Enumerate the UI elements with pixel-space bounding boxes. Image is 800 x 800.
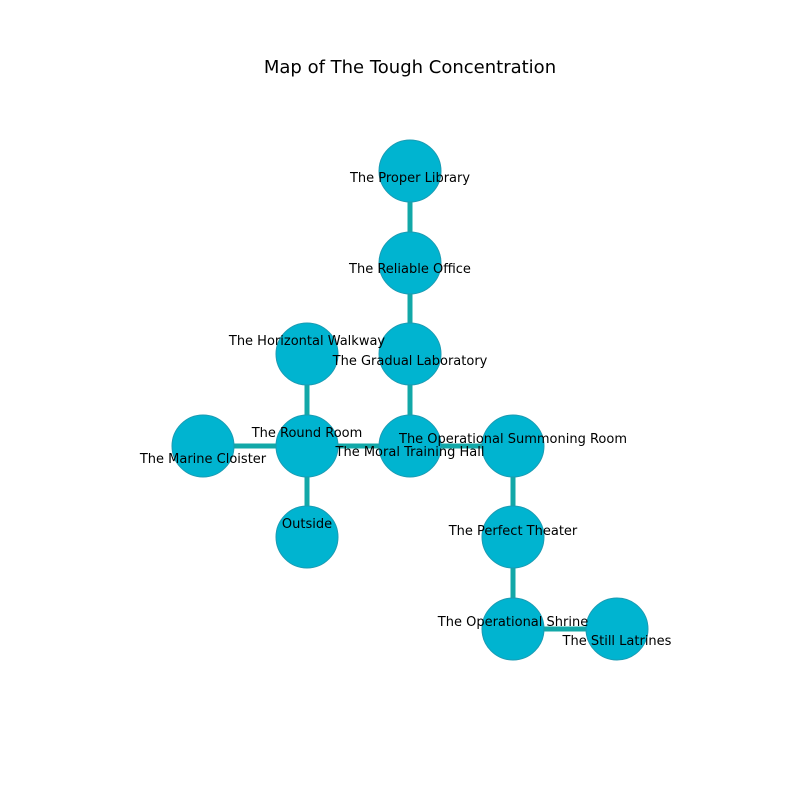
room-node-horizontal-walkway [275, 322, 339, 386]
room-node-perfect-theater [481, 505, 545, 569]
room-label-moral-training-hall: The Moral Training Hall [335, 445, 485, 460]
room-node-outside [275, 505, 339, 569]
room-label-horizontal-walkway: The Horizontal Walkway [228, 334, 386, 349]
room-label-gradual-laboratory: The Gradual Laboratory [332, 354, 488, 369]
room-node-moral-training-hall [378, 414, 442, 478]
room-node-marine-cloister [171, 414, 235, 478]
room-label-proper-library: The Proper Library [349, 171, 470, 186]
room-node-reliable-office [378, 231, 442, 295]
room-label-operational-summoning-room: The Operational Summoning Room [398, 432, 627, 447]
room-label-round-room: The Round Room [251, 426, 363, 441]
room-node-operational-summoning-room [481, 414, 545, 478]
room-label-still-latrines: The Still Latrines [562, 634, 672, 649]
room-node-round-room [275, 414, 339, 478]
room-label-outside: Outside [282, 517, 332, 532]
map-title: Map of The Tough Concentration [264, 57, 556, 78]
room-node-still-latrines [585, 597, 649, 661]
room-label-operational-shrine: The Operational Shrine [437, 615, 588, 630]
room-label-perfect-theater: The Perfect Theater [448, 524, 578, 539]
room-node-proper-library [378, 139, 442, 203]
room-node-gradual-laboratory [378, 322, 442, 386]
rooms-layer [171, 139, 649, 661]
room-label-reliable-office: The Reliable Office [348, 262, 471, 277]
room-label-marine-cloister: The Marine Cloister [139, 452, 267, 467]
room-node-operational-shrine [481, 597, 545, 661]
